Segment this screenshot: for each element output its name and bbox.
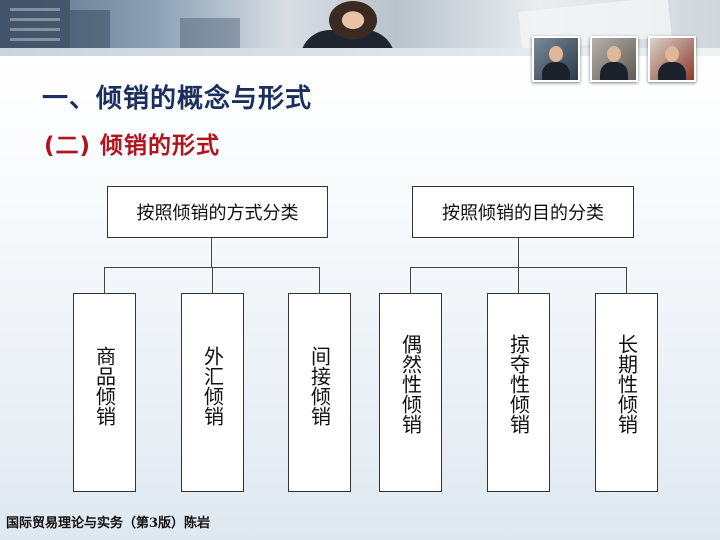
leaf-label: 间接倾销 <box>307 346 332 426</box>
group-box-purpose: 按照倾销的目的分类 <box>412 186 634 238</box>
header-banner <box>0 0 720 48</box>
slide-subtitle: (二) 倾销的形式 <box>44 133 221 159</box>
leaf-box-indirect-dumping: 间接倾销 <box>288 293 351 492</box>
header-thumbnails <box>532 36 696 82</box>
leaf-label: 长期性倾销 <box>614 334 639 434</box>
businessman-photo-icon <box>648 36 696 82</box>
leaf-label: 商品倾销 <box>92 346 117 426</box>
group-box-method: 按照倾销的方式分类 <box>107 186 328 238</box>
leaf-box-commodity-dumping: 商品倾销 <box>73 293 136 492</box>
businessman-photo-icon <box>532 36 580 82</box>
leaf-label: 偶然性倾销 <box>398 334 423 434</box>
businessman-photo-icon <box>590 36 638 82</box>
leaf-box-exchange-dumping: 外汇倾销 <box>181 293 244 492</box>
group-label: 按照倾销的目的分类 <box>442 203 604 224</box>
slide-title: 一、倾销的概念与形式 <box>42 84 313 114</box>
leaf-label: 外汇倾销 <box>200 346 225 426</box>
leaf-box-sporadic-dumping: 偶然性倾销 <box>379 293 442 492</box>
footer-citation: 国际贸易理论与实务（第3版）陈岩 <box>6 516 211 531</box>
leaf-box-predatory-dumping: 掠夺性倾销 <box>487 293 550 492</box>
group-label: 按照倾销的方式分类 <box>136 203 299 224</box>
header-strip <box>0 48 720 56</box>
leaf-label: 掠夺性倾销 <box>506 334 531 434</box>
leaf-box-persistent-dumping: 长期性倾销 <box>595 293 658 492</box>
